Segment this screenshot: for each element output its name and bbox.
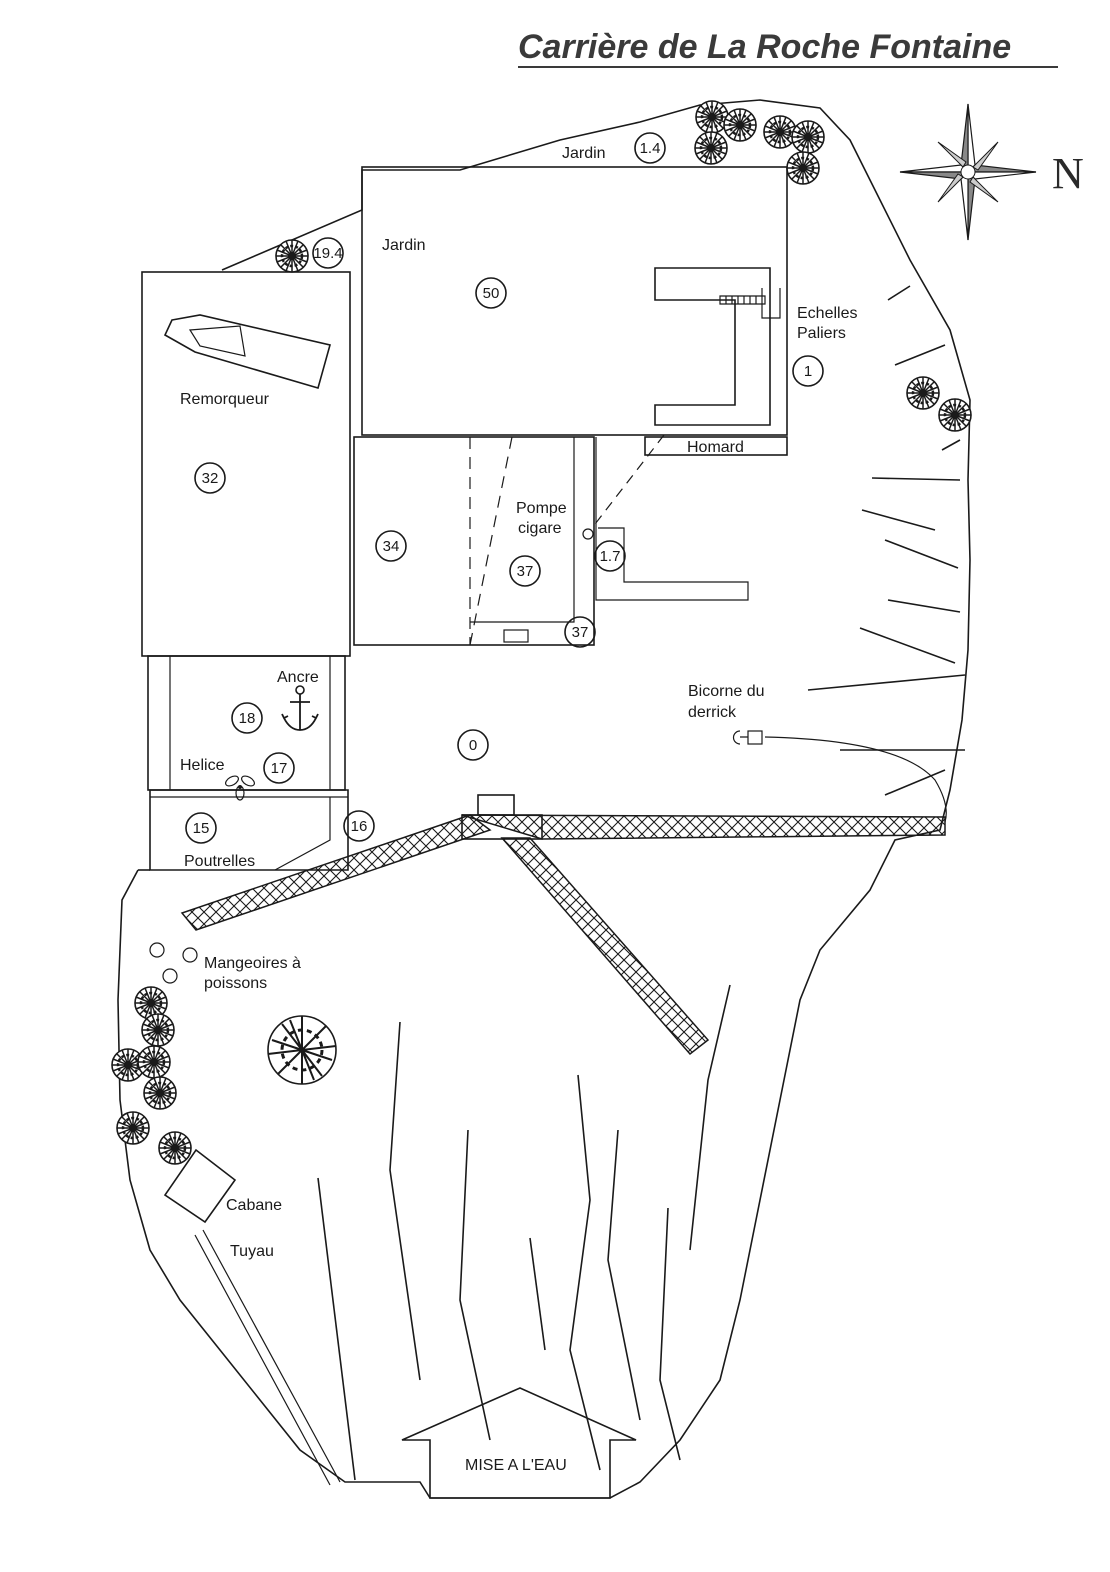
svg-text:32: 32	[202, 470, 219, 487]
tree-icon	[722, 107, 758, 143]
tree-icon	[267, 1015, 337, 1085]
tuyau-pipe	[194, 1229, 341, 1486]
homard-label: Homard	[687, 439, 744, 456]
remorqueur-zone	[141, 271, 351, 657]
labels: Jardin Jardin Echelles Paliers Remorqueu…	[180, 145, 857, 1260]
remorqueur-label: Remorqueur	[180, 391, 270, 408]
depth-marker: 1	[792, 355, 824, 387]
svg-text:50: 50	[483, 285, 500, 302]
pompe-zone	[353, 436, 595, 646]
svg-text:1.4: 1.4	[640, 140, 661, 157]
svg-text:1.7: 1.7	[600, 548, 621, 565]
svg-text:1: 1	[804, 363, 812, 380]
cliff-lines	[807, 285, 966, 796]
tree-icon	[694, 99, 730, 135]
poutrelles-label: Poutrelles	[184, 853, 255, 870]
fish-feeder-icon	[149, 942, 198, 984]
rock-lines	[317, 984, 731, 1481]
pompe-label: Pompe	[516, 500, 567, 517]
depth-markers: 1.4 19.4 50 1 32 34 37 1.7 37 0 18 17 15…	[185, 132, 824, 844]
map-title: Carrière de La Roche Fontaine	[518, 28, 1058, 68]
tree-icon	[790, 119, 826, 155]
derrick-label: derrick	[688, 704, 737, 721]
svg-text:34: 34	[383, 538, 400, 555]
cabane	[163, 1148, 237, 1224]
mise-a-leau: MISE A L'EAU	[401, 1387, 637, 1499]
tree-icon	[693, 130, 729, 166]
jardin-top-label: Jardin	[562, 145, 606, 162]
tree-icon	[136, 1044, 172, 1080]
cigare-label: cigare	[518, 520, 562, 537]
tree-icon	[785, 150, 821, 186]
svg-text:37: 37	[517, 563, 534, 580]
svg-text:18: 18	[239, 710, 256, 727]
depth-marker: 32	[194, 462, 226, 494]
depth-marker: 1.7	[594, 540, 626, 572]
paliers-label: Paliers	[797, 325, 846, 342]
paliers-platform	[654, 267, 771, 426]
boat-icon	[163, 314, 331, 389]
depth-marker: 16	[343, 810, 375, 842]
svg-text:19.4: 19.4	[313, 245, 342, 262]
depth-marker: 50	[475, 277, 507, 309]
poissons-label: poissons	[204, 975, 267, 992]
depth-marker: 37	[509, 555, 541, 587]
title-text: Carrière de La Roche Fontaine	[518, 28, 1011, 66]
depth-marker: 19.4	[312, 237, 344, 269]
depth-marker: 37	[564, 616, 596, 648]
mise-a-leau-label: MISE A L'EAU	[465, 1457, 567, 1474]
quarry-shoreline	[117, 99, 971, 1499]
svg-text:17: 17	[271, 760, 288, 777]
tree-icon	[115, 1110, 151, 1146]
svg-text:15: 15	[193, 820, 210, 837]
depth-marker: 0	[457, 729, 489, 761]
depth-marker: 17	[263, 752, 295, 784]
tuyau-label: Tuyau	[230, 1243, 274, 1260]
trees	[110, 99, 973, 1166]
propeller-icon	[225, 775, 255, 801]
svg-text:16: 16	[351, 818, 368, 835]
jardin-zone	[361, 166, 788, 436]
cabane-label: Cabane	[226, 1197, 282, 1214]
svg-text:0: 0	[469, 737, 477, 754]
tree-icon	[142, 1075, 178, 1111]
ancre-label: Ancre	[277, 669, 319, 686]
tree-icon	[157, 1130, 193, 1166]
homard	[644, 436, 788, 456]
tree-icon	[762, 114, 798, 150]
anchor-icon	[281, 685, 319, 731]
depth-marker: 34	[375, 530, 407, 562]
tree-icon	[905, 375, 941, 411]
echelles-label: Echelles	[797, 305, 857, 322]
tree-icon	[140, 1012, 176, 1048]
svg-text:37: 37	[572, 624, 589, 641]
tree-icon	[274, 238, 310, 274]
tree-icon	[937, 397, 973, 433]
north-label: N	[1052, 149, 1084, 198]
compass-rose-icon	[899, 103, 1037, 241]
depth-marker: 18	[231, 702, 263, 734]
derrick	[180, 730, 947, 1056]
depth-marker: 1.4	[634, 132, 666, 164]
depth-marker: 15	[185, 812, 217, 844]
jardin-main-label: Jardin	[382, 237, 426, 254]
helice-label: Helice	[180, 757, 225, 774]
bicorne-label: Bicorne du	[688, 683, 765, 700]
mangeoires-label: Mangeoires à	[204, 955, 301, 972]
echelles-ladder	[719, 295, 766, 305]
